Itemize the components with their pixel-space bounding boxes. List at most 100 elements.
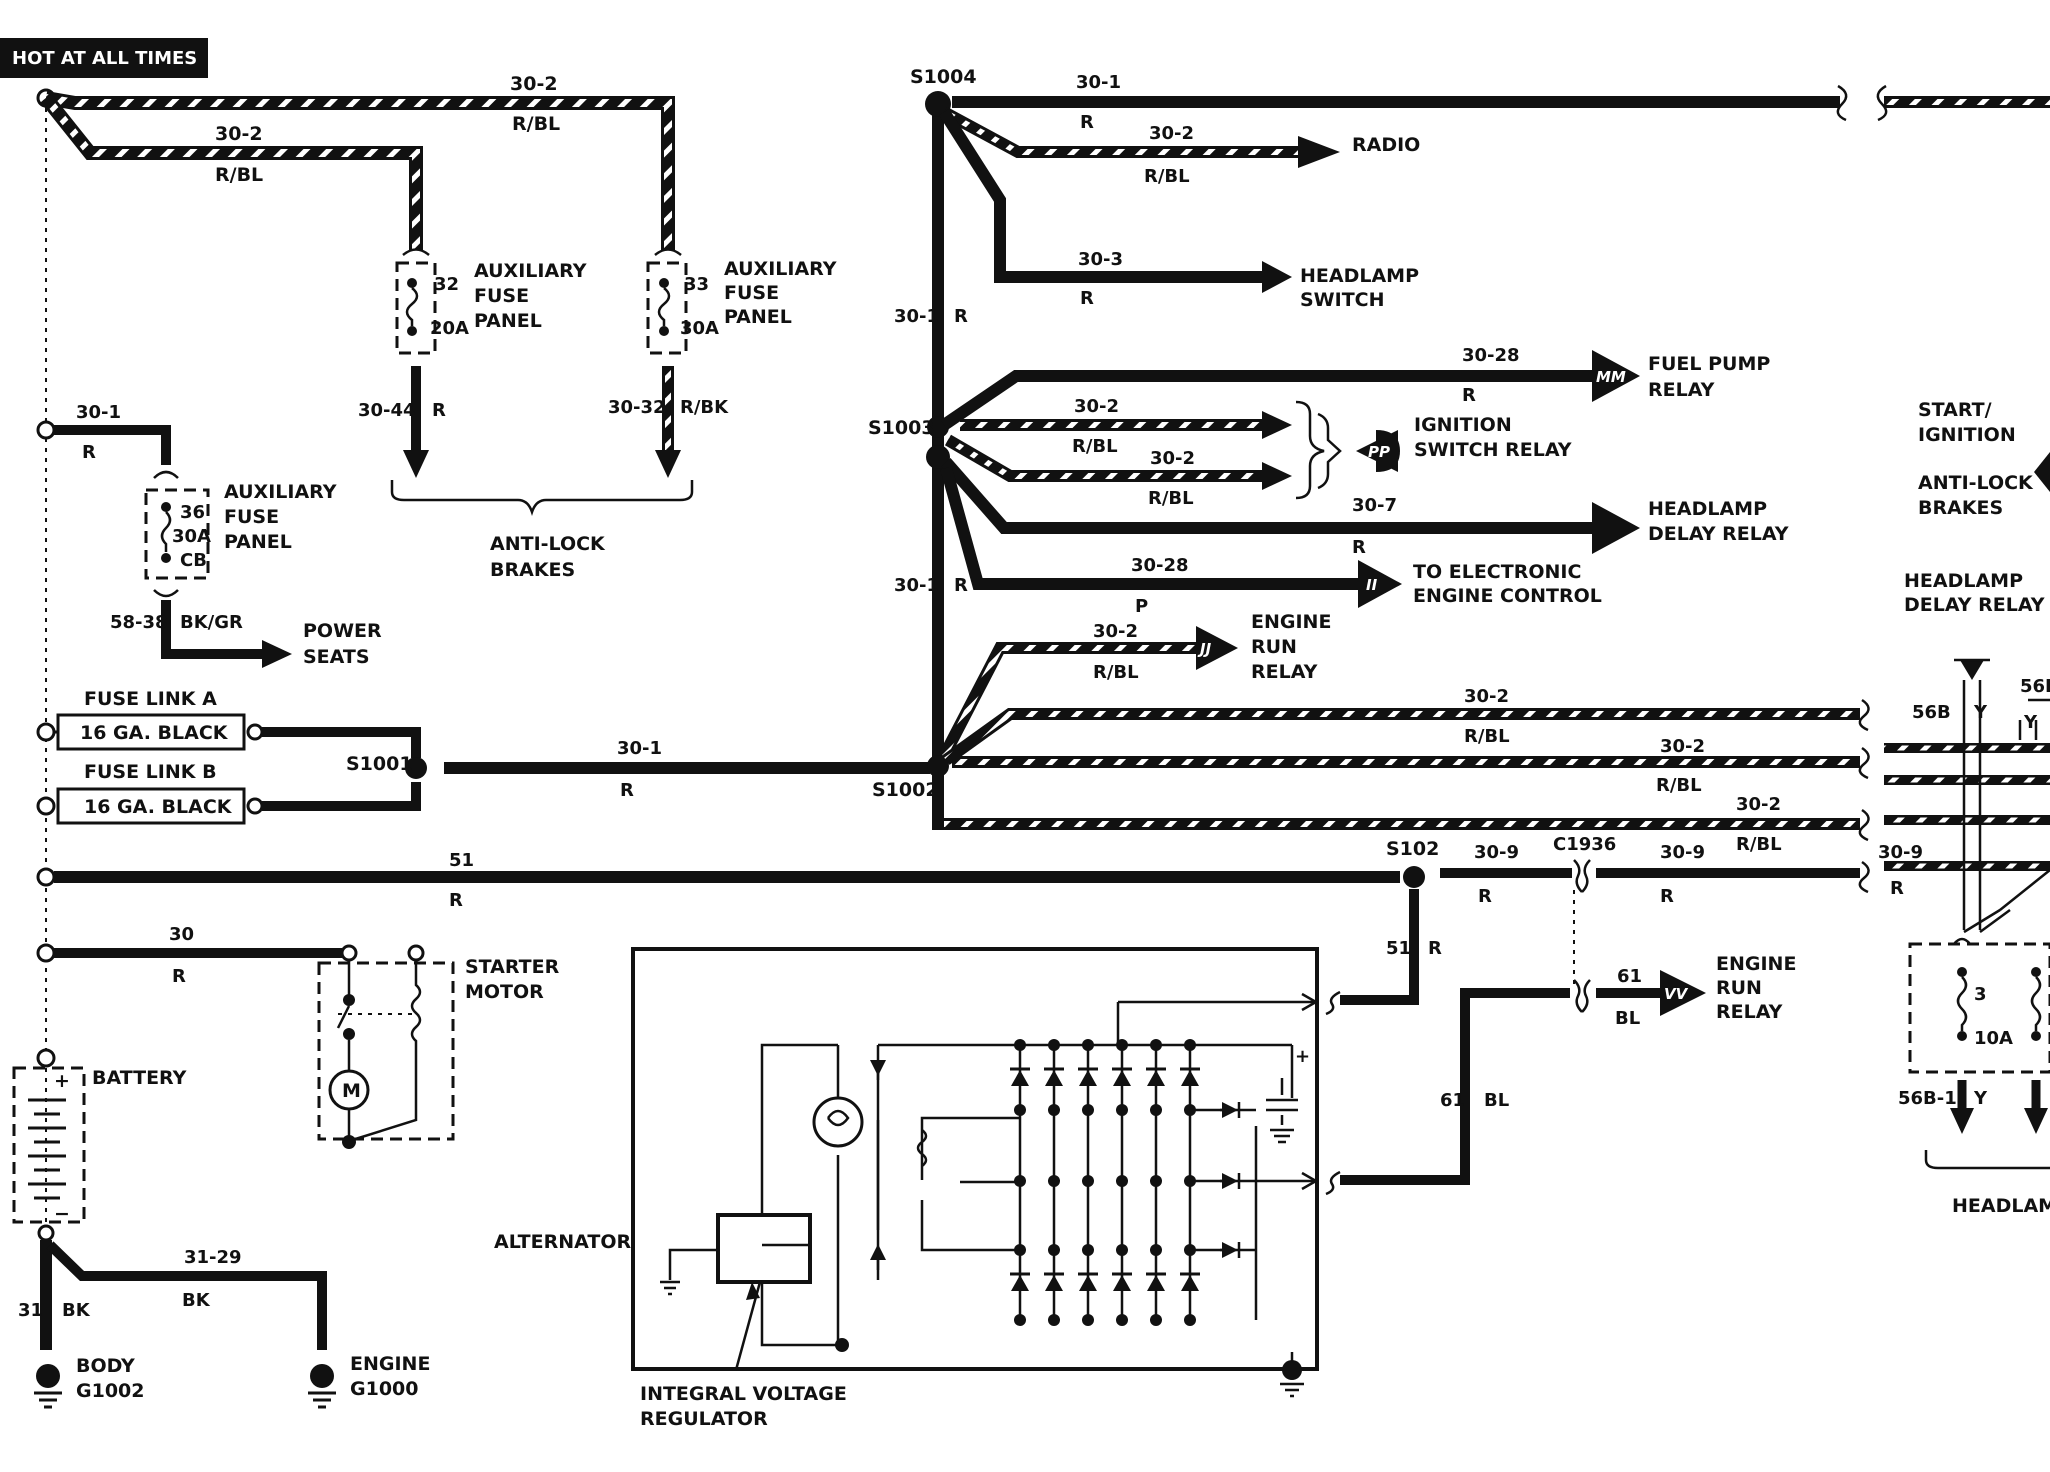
svg-text:DELAY RELAY: DELAY RELAY [1904,594,2045,616]
wire-30-1-left: 30-1 R [54,402,171,465]
svg-text:BL: BL [1615,1008,1640,1029]
wire-30-44: 30-44 R [358,366,446,478]
svg-text:BRAKES: BRAKES [490,559,575,581]
svg-text:S1001: S1001 [346,753,413,775]
svg-text:30-3: 30-3 [1078,249,1123,270]
junction-dot [1116,1104,1128,1116]
junction-dot [1116,1175,1128,1187]
svg-text:VV: VV [1664,985,1689,1003]
svg-text:30-2: 30-2 [1736,794,1781,815]
junction-dot [1082,1104,1094,1116]
svg-text:CB: CB [180,550,207,571]
svg-text:PANEL: PANEL [724,306,792,328]
svg-text:+: + [1295,1046,1310,1067]
svg-text:−: − [54,1203,70,1225]
svg-text:FUSE: FUSE [224,506,279,528]
svg-text:R/BL: R/BL [1464,726,1510,747]
svg-text:30-44: 30-44 [358,400,416,421]
svg-text:BK: BK [182,1290,211,1311]
svg-text:FUSE LINK A: FUSE LINK A [84,688,217,710]
svg-text:30-2: 30-2 [1660,736,1705,757]
junction-dot [1082,1175,1094,1187]
bus-node-51 [36,867,56,887]
svg-text:MOTOR: MOTOR [465,981,544,1003]
svg-text:FUSE: FUSE [724,282,779,304]
svg-text:C1936: C1936 [1553,834,1616,855]
svg-text:30-2: 30-2 [215,123,263,145]
svg-text:BATTERY: BATTERY [92,1067,187,1089]
svg-text:61: 61 [1440,1090,1465,1111]
fuse-link-a: FUSE LINK A 16 GA. BLACK [54,688,421,758]
svg-text:R: R [172,966,186,987]
svg-text:R/BL: R/BL [215,164,263,186]
diode-icon [1045,1070,1063,1086]
svg-text:AUXILIARY: AUXILIARY [474,260,587,282]
svg-text:58-38: 58-38 [110,612,168,633]
svg-text:32: 32 [434,274,459,295]
svg-text:30-28: 30-28 [1462,345,1520,366]
svg-text:56B-1: 56B-1 [1898,1088,1957,1109]
svg-text:R: R [954,306,968,327]
right-edge-labels: START/ IGNITION ANTI-LOCK BRAKES HEADLAM… [1904,399,2050,616]
motor-m-label: M [342,1080,361,1102]
svg-text:STARTER: STARTER [465,956,560,978]
svg-text:S102: S102 [1386,838,1439,860]
hot-at-all-times-header: HOT AT ALL TIMES [0,38,208,78]
svg-text:30-1: 30-1 [76,402,121,423]
splice-s1001: S1001 [346,753,427,779]
connector-c1936: C1936 [1553,834,1616,984]
svg-text:30A: 30A [172,526,211,547]
svg-text:R/BL: R/BL [512,113,560,135]
junction-dot [1014,1104,1026,1116]
junction-dot [1150,1039,1162,1051]
svg-text:IGNITION: IGNITION [1414,414,1512,436]
junction-dot [1116,1244,1128,1256]
junction-dot [1184,1039,1196,1051]
svg-text:51: 51 [449,850,474,871]
svg-text:FUSE LINK B: FUSE LINK B [84,761,217,783]
svg-text:30-28: 30-28 [1131,555,1189,576]
svg-text:ANTI-LOCK: ANTI-LOCK [1918,472,2034,494]
svg-text:HEADLAMP: HEADLAMP [1648,498,1767,520]
svg-text:R: R [1080,288,1094,309]
svg-text:R: R [1890,878,1904,899]
svg-text:R: R [1080,112,1094,133]
diode-icon [1045,1275,1063,1291]
svg-text:SWITCH RELAY: SWITCH RELAY [1414,439,1572,461]
svg-text:30-7: 30-7 [1352,495,1397,516]
svg-text:33: 33 [684,274,709,295]
wire-58-38: 58-38 BK/GR POWER SEATS [110,589,382,668]
header-label: HOT AT ALL TIMES [12,48,197,69]
svg-text:30-1: 30-1 [894,575,939,596]
svg-text:II: II [1366,576,1378,594]
junction-dot [1184,1314,1196,1326]
svg-text:R: R [432,400,446,421]
svg-text:RUN: RUN [1716,977,1762,999]
diode-icon [1011,1070,1029,1086]
svg-text:RELAY: RELAY [1716,1001,1783,1023]
aux-fuse-panel-36: 36 30A CB AUXILIARY FUSE PANEL [144,470,337,580]
diode-icon [1079,1070,1097,1086]
svg-text:BK: BK [62,1300,91,1321]
svg-text:16 GA. BLACK: 16 GA. BLACK [80,722,229,744]
junction-dot [1116,1039,1128,1051]
svg-text:36: 36 [180,502,205,523]
svg-text:BL: BL [1484,1090,1509,1111]
svg-text:20A: 20A [430,318,469,339]
svg-text:R: R [1428,938,1442,959]
svg-text:PANEL: PANEL [224,531,292,553]
svg-text:R/BL: R/BL [1148,488,1194,509]
wire-30-2-engine-run: JJ 30-2 R/BL ENGINE RUN RELAY [938,611,1331,759]
body-ground: BODY G1002 [34,1355,144,1409]
svg-text:30-9: 30-9 [1660,842,1705,863]
svg-text:RELAY: RELAY [1648,379,1715,401]
right-fuse-10a: 3 10A 56B-1 Y HEADLAMP [1898,937,2050,1217]
junction-dot [1048,1039,1060,1051]
wire-51-alternator: 51 R [1340,889,1442,1005]
wire-30-2-upper: 30-2 R/BL [44,73,675,250]
svg-text:HEADLAMP: HEADLAMP [1952,1195,2050,1217]
svg-text:S1004: S1004 [910,66,977,88]
svg-text:R/BL: R/BL [1072,436,1118,457]
bus-node-fuse-link-b [36,796,56,816]
svg-text:G1000: G1000 [350,1378,418,1400]
